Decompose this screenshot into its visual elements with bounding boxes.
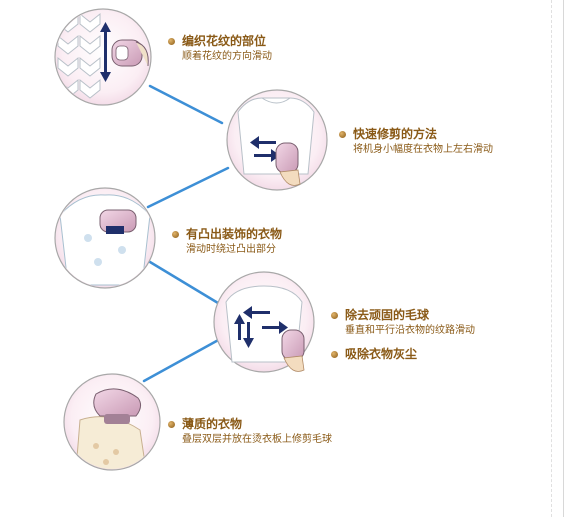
tip-description: 滑动时绕过凸出部分 (186, 244, 276, 255)
left-right-arrow-icon (243, 306, 288, 334)
tip-title: 除去顽固的毛球 (345, 308, 430, 322)
bullet-icon (331, 350, 338, 358)
tip-description: 叠层双层并放在烫衣板上修剪毛球 (182, 434, 332, 445)
shaver-device-icon (99, 209, 137, 234)
right-border (563, 0, 564, 517)
up-down-arrow-icon (234, 314, 254, 348)
connector-lines (142, 84, 230, 383)
circle-knit-pattern (54, 8, 152, 106)
up-down-arrow-icon (100, 22, 111, 82)
tip-title: 薄质的衣物 (182, 417, 243, 431)
connector-1 (148, 84, 224, 125)
tip-thin-clothes: 薄质的衣物 叠层双层并放在烫衣板上修剪毛球 (168, 416, 332, 447)
circle-thin-clothes (63, 373, 161, 471)
tip-title: 编织花纹的部位 (182, 34, 267, 48)
connector-3 (148, 260, 220, 305)
tip-title: 吸除衣物灰尘 (345, 347, 418, 361)
connector-4 (142, 336, 224, 383)
bullet-icon (168, 420, 175, 428)
shaver-device-icon (93, 388, 142, 424)
tip-title: 快速修剪的方法 (353, 127, 438, 141)
tip-quick-trim: 快速修剪的方法 将机身小幅度在衣物上左右滑动 (339, 126, 493, 157)
tip-stubborn-pills: 除去顽固的毛球 垂直和平行沿衣物的纹路滑动 (331, 307, 475, 338)
dashed-guide (551, 0, 552, 517)
bullet-icon (339, 130, 346, 138)
tip-title: 有凸出装饰的衣物 (186, 227, 283, 241)
tip-dust-removal: 吸除衣物灰尘 (331, 346, 417, 362)
tip-description: 垂直和平行沿衣物的纹路滑动 (345, 325, 475, 336)
circle-decorations (54, 187, 156, 289)
shaver-device-icon (275, 142, 301, 186)
bullet-icon (168, 37, 175, 45)
tip-description: 将机身小幅度在衣物上左右滑动 (353, 144, 493, 155)
bullet-icon (172, 230, 179, 238)
connector-2 (146, 166, 230, 209)
tip-description: 顺着花纹的方向滑动 (182, 51, 272, 62)
tip-knit-pattern: 编织花纹的部位 顺着花纹的方向滑动 (168, 33, 272, 64)
bullet-icon (331, 311, 338, 319)
left-arrow-icon (250, 136, 276, 149)
shaver-device-icon (281, 329, 305, 372)
circle-stubborn-pills (213, 271, 315, 373)
tip-decorations: 有凸出装饰的衣物 滑动时绕过凸出部分 (172, 226, 282, 257)
shaver-device-icon (111, 39, 149, 67)
circle-quick-trim (226, 89, 328, 191)
